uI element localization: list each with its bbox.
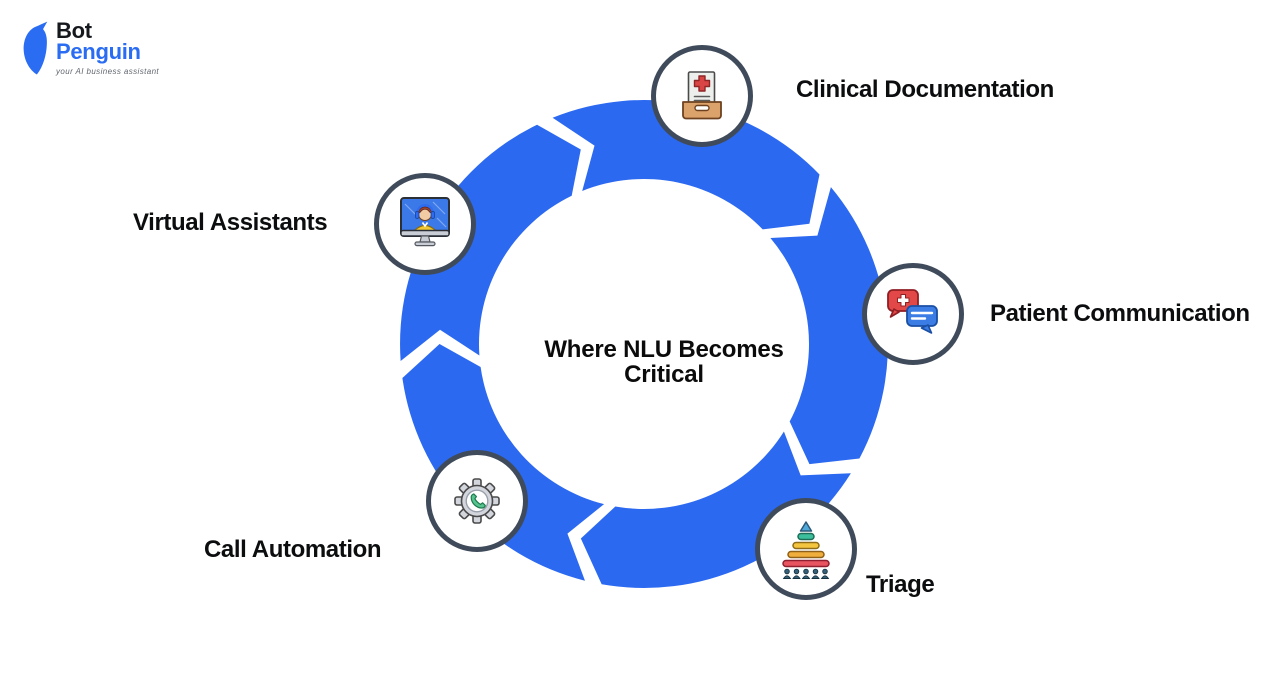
patient-communication-badge xyxy=(862,263,964,365)
triage-badge xyxy=(755,498,857,600)
document-tray-icon xyxy=(682,71,722,120)
logo-tagline: your AI business assistant xyxy=(56,67,160,76)
ring-segment xyxy=(552,100,820,230)
label-clinical-documentation: Clinical Documentation xyxy=(796,76,1054,103)
label-call-automation: Call Automation xyxy=(204,536,382,563)
logo-text-bot: Bot xyxy=(56,18,92,43)
medical-chat-bubbles-icon xyxy=(887,289,938,334)
center-title: Where NLU Becomes Critical xyxy=(544,336,784,388)
label-virtual-assistants: Virtual Assistants xyxy=(133,209,328,236)
clinical-documentation-badge xyxy=(651,45,753,147)
penguin-icon xyxy=(23,21,48,75)
label-triage: Triage xyxy=(866,571,935,598)
monitor-agent-icon xyxy=(400,197,450,247)
call-automation-badge xyxy=(426,450,528,552)
triage-pyramid-icon xyxy=(782,521,830,579)
logo-text-penguin: Penguin xyxy=(56,39,141,64)
label-patient-communication: Patient Communication xyxy=(990,300,1250,327)
virtual-assistants-badge xyxy=(374,173,476,275)
gear-phone-icon xyxy=(454,478,500,524)
botpenguin-logo: Bot Penguin your AI business assistant xyxy=(18,20,159,78)
